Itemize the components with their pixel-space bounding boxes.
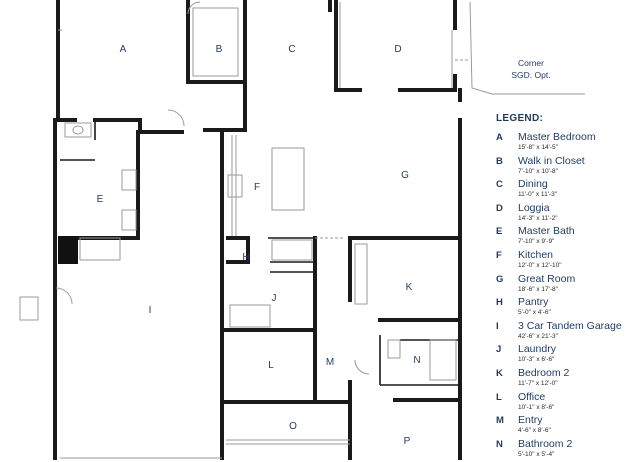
legend-item: I 3 Car Tandem Garage 42'-6" x 21'-3" xyxy=(496,319,638,345)
legend-room-dims: 11'-7" x 12'-0" xyxy=(518,379,558,387)
legend-room-dims: 18'-6" x 17'-8" xyxy=(518,285,558,293)
legend-room-name: Office xyxy=(518,390,546,403)
legend-letter: I xyxy=(496,320,499,332)
legend-room-dims: 5'-10" x 5'-4" xyxy=(518,450,555,458)
room-label-a: A xyxy=(120,44,127,55)
legend-item: D Loggia 14'-3" x 11'-2" xyxy=(496,201,638,227)
fixtures xyxy=(55,1,457,381)
legend-item: A Master Bedroom 15'-8" x 14'-5" xyxy=(496,131,638,156)
room-label-c: C xyxy=(288,44,295,55)
legend-item: N Bathroom 2 5'-10" x 5'-4" xyxy=(496,437,638,462)
room-label-b: B xyxy=(216,44,223,55)
legend-item: E Master Bath 7'-10" x 9'-9" xyxy=(496,225,638,250)
legend-item: M Entry 4'-6" x 8'-6" xyxy=(496,414,638,439)
legend-room-name: Bathroom 2 xyxy=(518,437,573,450)
legend-room-name: Bedroom 2 xyxy=(518,366,570,379)
legend-letter: F xyxy=(496,249,502,261)
legend-item: C Dining 11'-0" x 11'-3" xyxy=(496,178,638,203)
legend-item: J Laundry 10'-3" x 6'-6" xyxy=(496,343,638,368)
legend-title: LEGEND: xyxy=(496,113,544,124)
legend-letter: N xyxy=(496,438,503,450)
legend-room-name: Master Bath xyxy=(518,225,575,238)
legend-room-dims: 11'-0" x 11'-3" xyxy=(518,191,558,199)
legend-room-dims: 15'-8" x 14'-5" xyxy=(518,144,558,151)
legend-room-dims: 5'-0" x 4'-6" xyxy=(518,309,551,317)
legend-room-dims: 14'-3" x 11'-2" xyxy=(518,214,558,222)
legend-letter: D xyxy=(496,202,503,214)
legend-item: G Great Room 18'-6" x 17'-8" xyxy=(496,272,638,298)
legend-item: H Pantry 5'-0" x 4'-6" xyxy=(496,296,638,321)
room-label-o: O xyxy=(289,421,297,432)
legend-item: K Bedroom 2 11'-7" x 12'-0" xyxy=(496,366,638,392)
room-label-l: L xyxy=(268,360,274,371)
legend-room-dims: 7'-10" x 10'-8" xyxy=(518,167,558,175)
corner-note-line1: Corner xyxy=(518,58,544,68)
room-label-h: H xyxy=(242,252,249,263)
legend-room-name: Pantry xyxy=(518,296,549,309)
legend-letter: L xyxy=(496,391,502,403)
legend-room-name: Dining xyxy=(518,178,548,191)
legend-room-name: Walk in Closet xyxy=(518,154,585,167)
legend-room-name: 3 Car Tandem Garage xyxy=(518,319,622,332)
room-label-f: F xyxy=(254,182,260,193)
room-labels: A B C D E F G H I J K L M N O P xyxy=(97,44,421,447)
legend-letter: E xyxy=(496,226,503,238)
legend-item: F Kitchen 12'-0" x 12'-10" xyxy=(496,248,638,274)
legend-letter: B xyxy=(496,155,503,167)
legend-room-dims: 4'-6" x 8'-6" xyxy=(518,427,551,435)
legend-room-name: Kitchen xyxy=(518,248,554,261)
legend-room-dims: 42'-6" x 21'-3" xyxy=(518,332,558,340)
legend-room-name: Master Bedroom xyxy=(518,131,596,143)
room-label-i: I xyxy=(149,305,152,316)
legend-room-name: Laundry xyxy=(518,343,556,356)
legend-letter: K xyxy=(496,367,503,379)
legend-room-dims: 7'-10" x 9'-9" xyxy=(518,238,555,246)
legend-letter: C xyxy=(496,179,503,191)
legend-item: L Office 10'-1" x 8'-6" xyxy=(496,390,638,416)
room-label-d: D xyxy=(394,44,401,55)
legend-letter: M xyxy=(496,415,504,427)
room-label-e: E xyxy=(97,194,104,205)
legend-room-name: Great Room xyxy=(518,272,576,285)
walls xyxy=(53,0,462,460)
room-label-j: J xyxy=(272,293,277,304)
legend-room-dims: 10'-3" x 6'-6" xyxy=(518,356,555,364)
legend-room-dims: 10'-1" x 8'-6" xyxy=(518,403,555,411)
room-label-m: M xyxy=(326,357,334,368)
legend-letter: G xyxy=(496,273,504,285)
legend-room-name: Entry xyxy=(518,414,543,427)
legend-room-name: Loggia xyxy=(518,201,550,214)
legend: LEGEND: A Master Bedroom 15'-8" x 14'-5"… xyxy=(496,113,638,462)
legend-item: B Walk in Closet 7'-10" x 10'-8" xyxy=(496,154,638,180)
room-label-n: N xyxy=(413,355,420,366)
room-label-g: G xyxy=(401,170,409,181)
chimney-block xyxy=(58,236,78,264)
windows xyxy=(19,1,585,459)
legend-room-dims: 12'-0" x 12'-10" xyxy=(518,261,562,269)
legend-letter: J xyxy=(496,344,502,356)
legend-letter: H xyxy=(496,297,503,309)
room-label-p: P xyxy=(404,436,411,447)
room-label-k: K xyxy=(406,282,413,293)
corner-note-line2: SGD. Opt. xyxy=(511,70,550,80)
legend-letter: A xyxy=(496,132,503,143)
